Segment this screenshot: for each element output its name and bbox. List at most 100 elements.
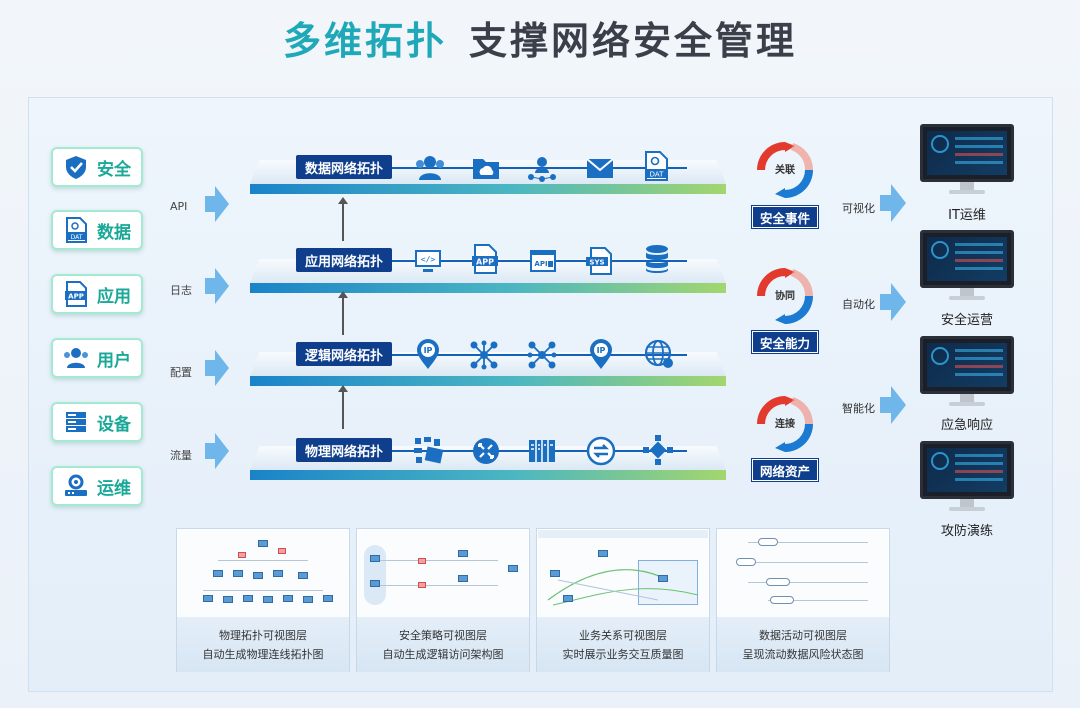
monitor-label: 安全运营 bbox=[940, 313, 993, 328]
ops-settings-icon bbox=[63, 473, 89, 499]
network-asset-tag: 网络资产 bbox=[752, 459, 818, 481]
card-data-activity: 数据活动可视图层呈现流动数据风险状态图 bbox=[716, 528, 890, 672]
monitor-security-ops bbox=[920, 230, 1014, 300]
card-title: 数据活动可视图层 bbox=[759, 629, 847, 642]
input-arrow bbox=[205, 268, 229, 304]
card-security-policy: 安全策略可视图层自动生成逻辑访问架构图 bbox=[356, 528, 530, 672]
data-file-icon: DAT bbox=[640, 150, 672, 182]
input-arrow bbox=[205, 433, 229, 469]
api-window-icon: API bbox=[527, 245, 559, 277]
shield-icon bbox=[63, 154, 89, 180]
source-ops: 运维 bbox=[51, 466, 143, 506]
source-label: 用户 bbox=[97, 350, 131, 371]
monitor-attack-defense bbox=[920, 441, 1014, 511]
up-arrow bbox=[338, 197, 348, 241]
output-label-auto: 自动化 bbox=[842, 298, 875, 311]
monitor-label: 攻防演练 bbox=[940, 524, 993, 539]
svg-text:APP: APP bbox=[476, 258, 494, 267]
server-icon bbox=[63, 409, 89, 435]
output-arrow bbox=[880, 283, 906, 321]
card-physical-topology: 物理拓扑可视图层自动生成物理连线拓扑图 bbox=[176, 528, 350, 672]
data-file-icon: DAT bbox=[63, 217, 89, 243]
mail-icon bbox=[584, 152, 616, 184]
svg-text:DAT: DAT bbox=[71, 234, 83, 241]
svg-text:IP: IP bbox=[424, 346, 433, 355]
input-arrow bbox=[205, 186, 229, 222]
monitor-it-ops bbox=[920, 124, 1014, 194]
source-security: 安全 bbox=[51, 147, 143, 187]
source-device: 设备 bbox=[51, 402, 143, 442]
output-arrow bbox=[880, 184, 906, 222]
mesh-icon bbox=[468, 339, 500, 371]
card-title: 安全策略可视图层 bbox=[399, 629, 487, 642]
svg-text:</>: </> bbox=[421, 255, 436, 264]
cloud-folder-icon bbox=[470, 152, 502, 184]
input-label-log: 日志 bbox=[170, 284, 192, 297]
card-thumbnail bbox=[718, 530, 888, 617]
source-label: 数据 bbox=[97, 222, 131, 243]
network-hub-icon bbox=[642, 434, 674, 466]
title-part1: 多维拓扑 bbox=[282, 19, 447, 63]
layer-connector-line bbox=[392, 167, 687, 169]
code-monitor-icon: </> bbox=[412, 245, 444, 277]
svg-text:SYS: SYS bbox=[589, 259, 604, 267]
up-arrow bbox=[338, 291, 348, 335]
output-label-visual: 可视化 bbox=[842, 202, 875, 215]
cycle-arrows-icon bbox=[757, 268, 814, 324]
cycle-arrows-icon bbox=[757, 396, 814, 452]
input-label-traffic: 流量 bbox=[170, 449, 192, 462]
title-part2: 支撑网络安全管理 bbox=[469, 19, 798, 63]
card-thumbnail bbox=[178, 530, 348, 617]
source-user: 用户 bbox=[51, 338, 143, 378]
card-subtitle: 自动生成逻辑访问架构图 bbox=[382, 648, 504, 661]
app-icon: APP bbox=[63, 281, 89, 307]
source-label: 设备 bbox=[97, 414, 131, 435]
input-arrow bbox=[205, 350, 229, 386]
svg-text:API: API bbox=[534, 260, 547, 268]
card-thumbnail bbox=[538, 530, 708, 617]
layer-name-logic: 逻辑网络拓扑 bbox=[296, 342, 392, 366]
devices-icon bbox=[412, 434, 444, 466]
users-icon bbox=[63, 345, 89, 371]
monitor-label: IT运维 bbox=[948, 208, 986, 223]
security-event-tag: 安全事件 bbox=[752, 206, 818, 228]
layer-name-app: 应用网络拓扑 bbox=[296, 248, 392, 272]
app-icon: APP bbox=[469, 243, 501, 275]
security-capability-tag: 安全能力 bbox=[752, 331, 818, 353]
input-label-api: API bbox=[170, 200, 188, 213]
layer-name-data: 数据网络拓扑 bbox=[296, 155, 392, 179]
source-data: DAT 数据 bbox=[51, 210, 143, 250]
ip-pin-icon: IP bbox=[412, 338, 444, 370]
users-icon bbox=[414, 152, 446, 184]
monitor-label: 应急响应 bbox=[940, 418, 993, 433]
card-business-relation: 业务关系可视图层实时展示业务交互质量图 bbox=[536, 528, 710, 672]
ip-pin-icon: IP bbox=[585, 338, 617, 370]
card-subtitle: 实时展示业务交互质量图 bbox=[562, 648, 684, 661]
globe-icon bbox=[643, 338, 675, 370]
layer-name-physical: 物理网络拓扑 bbox=[296, 438, 392, 462]
output-arrow bbox=[880, 386, 906, 424]
router-icon bbox=[470, 435, 502, 467]
up-arrow bbox=[338, 385, 348, 429]
card-subtitle: 自动生成物理连线拓扑图 bbox=[202, 648, 324, 661]
input-label-config: 配置 bbox=[170, 366, 192, 379]
transfer-icon bbox=[585, 435, 617, 467]
svg-text:IP: IP bbox=[597, 346, 606, 355]
sys-icon: SYS bbox=[584, 245, 616, 277]
user-network-icon bbox=[526, 152, 558, 184]
svg-text:DAT: DAT bbox=[650, 171, 665, 179]
source-label: 安全 bbox=[97, 159, 131, 180]
monitor-emergency bbox=[920, 336, 1014, 406]
source-label: 应用 bbox=[97, 286, 131, 307]
svg-text:APP: APP bbox=[68, 293, 84, 301]
card-title: 业务关系可视图层 bbox=[579, 629, 667, 642]
card-thumbnail bbox=[358, 530, 528, 617]
database-icon bbox=[641, 243, 673, 275]
output-label-smart: 智能化 bbox=[842, 402, 875, 415]
card-title: 物理拓扑可视图层 bbox=[219, 629, 307, 642]
source-label: 运维 bbox=[97, 478, 131, 499]
switch-icon bbox=[526, 435, 558, 467]
mesh-icon bbox=[526, 339, 558, 371]
source-app: APP 应用 bbox=[51, 274, 143, 314]
page-title: 多维拓扑支撑网络安全管理 bbox=[0, 10, 1080, 65]
